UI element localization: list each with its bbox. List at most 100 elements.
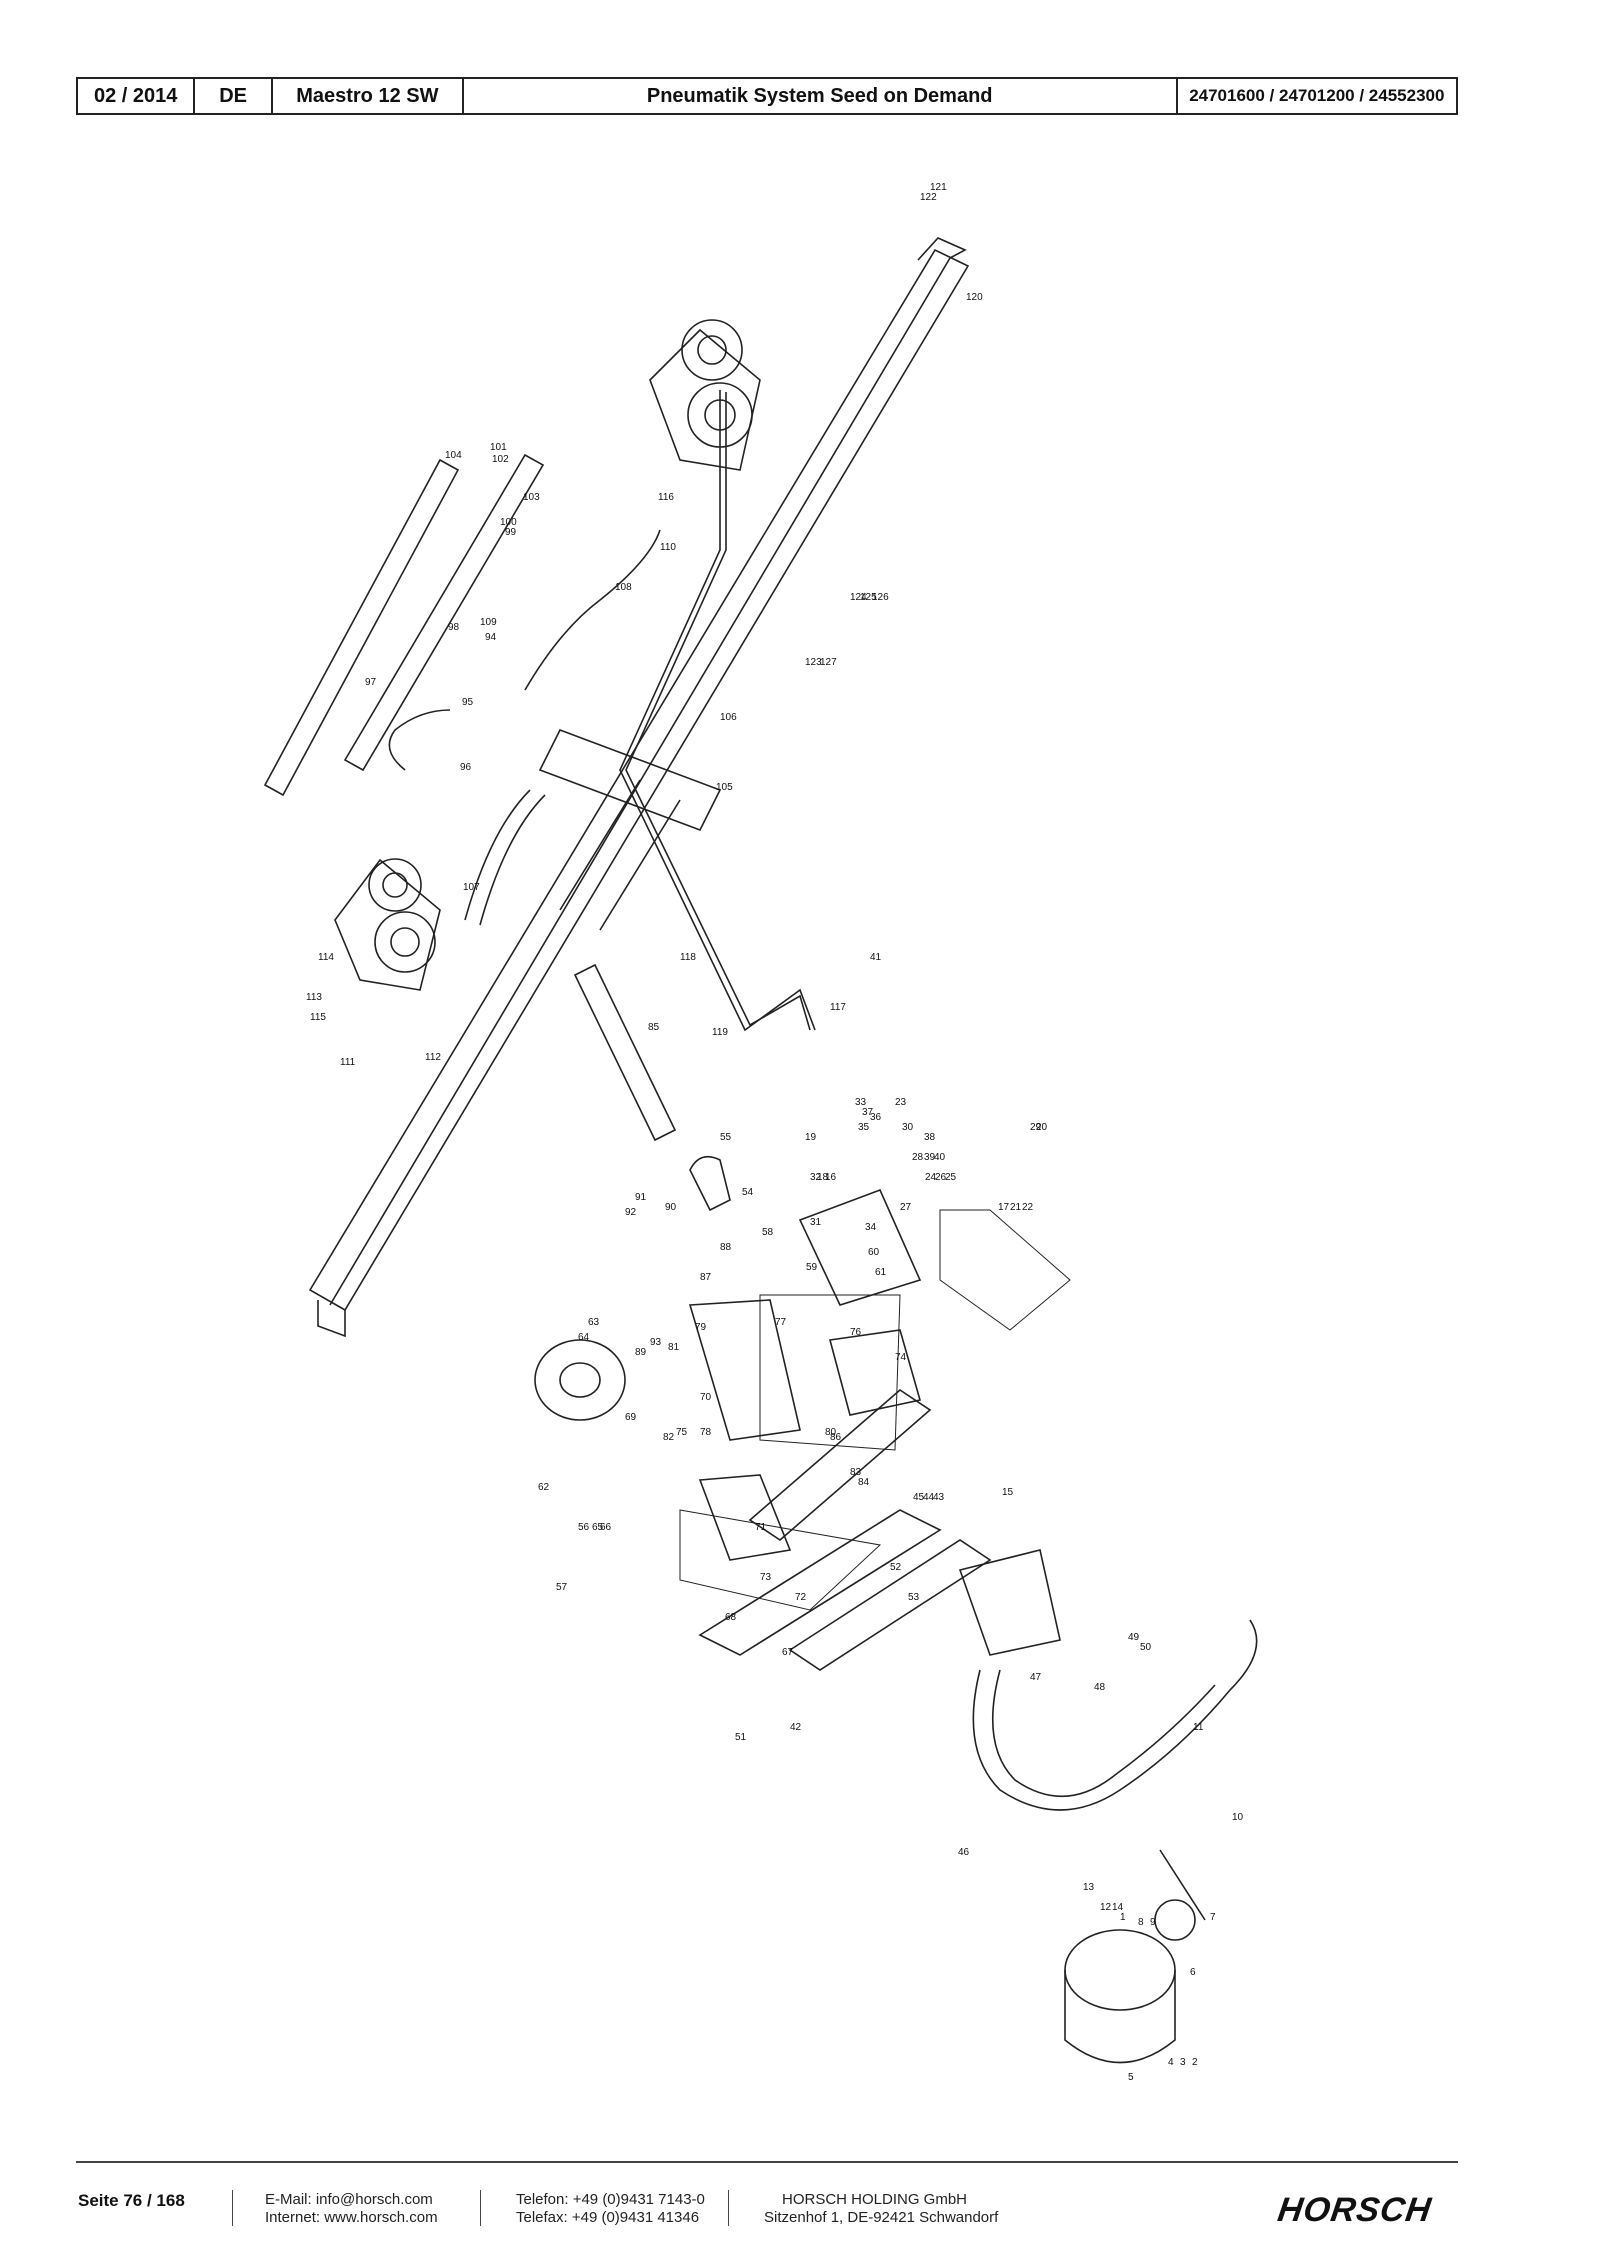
footer-fax: Telefax: +49 (0)9431 41346 xyxy=(516,2209,700,2226)
callout-label: 107 xyxy=(463,882,480,893)
footer-address: Sitzenhof 1, DE-92421 Schwandorf xyxy=(764,2209,999,2226)
callout-label: 89 xyxy=(635,1347,647,1358)
plates xyxy=(698,1388,992,1671)
callout-label: 10 xyxy=(1232,1812,1244,1823)
callout-label: 30 xyxy=(902,1122,914,1133)
callout-label: 53 xyxy=(908,1592,920,1603)
callout-label: 103 xyxy=(523,492,540,503)
callout-label: 127 xyxy=(820,657,837,668)
callout-label: 115 xyxy=(310,1012,326,1023)
callout-label: 51 xyxy=(735,1732,747,1743)
callout-label: 67 xyxy=(782,1647,794,1658)
frame-beam xyxy=(308,237,970,1338)
callout-label: 124 xyxy=(850,592,867,603)
callout-label: 104 xyxy=(445,450,462,461)
callout-label: 95 xyxy=(462,697,474,708)
callout-label: 52 xyxy=(890,1562,902,1573)
callout-label: 112 xyxy=(425,1052,441,1063)
callout-label: 15 xyxy=(1002,1487,1014,1498)
callout-label: 94 xyxy=(485,632,497,643)
header-model: Maestro 12 SW xyxy=(273,79,464,113)
callout-label: 7 xyxy=(1210,1912,1216,1923)
callout-label: 9 xyxy=(1150,1917,1156,1928)
callout-label: 48 xyxy=(1094,1682,1106,1693)
callout-label: 2 xyxy=(1192,2057,1198,2068)
callout-label: 14 xyxy=(1112,1902,1124,1913)
callout-label: 54 xyxy=(742,1187,754,1198)
callout-label: 118 xyxy=(680,952,696,963)
callout-label: 29 xyxy=(1030,1122,1042,1133)
callout-label: 57 xyxy=(556,1582,568,1593)
callout-label: 126 xyxy=(872,592,889,603)
callout-label: 41 xyxy=(870,952,882,963)
callout-label: 74 xyxy=(895,1352,907,1363)
group-outlines xyxy=(679,1209,1071,1611)
callout-label: 6 xyxy=(1190,1967,1196,1978)
callout-label: 120 xyxy=(966,292,983,303)
callout-label: 24 xyxy=(925,1172,937,1183)
callout-label: 42 xyxy=(790,1722,802,1733)
callout-label: 86 xyxy=(830,1432,842,1443)
callout-label: 47 xyxy=(1030,1672,1042,1683)
callout-label: 73 xyxy=(760,1572,772,1583)
callout-label: 19 xyxy=(805,1132,817,1143)
callout-label: 100 xyxy=(500,517,517,528)
callout-label: 8 xyxy=(1138,1917,1144,1928)
callout-label: 50 xyxy=(1140,1642,1152,1653)
horsch-logo: HORSCH xyxy=(1275,2191,1435,2229)
callout-label: 92 xyxy=(625,1207,637,1218)
callout-label: 28 xyxy=(912,1152,924,1163)
footer-phone: Telefon: +49 (0)9431 7143-0 xyxy=(516,2191,705,2208)
callout-label: 68 xyxy=(725,1612,737,1623)
callout-label: 123 xyxy=(805,657,822,668)
callout-label: 114 xyxy=(318,952,334,963)
callout-label: 82 xyxy=(663,1432,675,1443)
valve-housings xyxy=(688,1188,1061,1656)
header-part-numbers: 24701600 / 24701200 / 24552300 xyxy=(1189,86,1445,105)
callout-label: 98 xyxy=(448,622,460,633)
footer-internet: Internet: www.horsch.com xyxy=(265,2209,438,2226)
callout-label: 46 xyxy=(958,1847,970,1858)
callout-label: 55 xyxy=(720,1132,732,1143)
callout-label: 58 xyxy=(762,1227,774,1238)
callout-label: 4 xyxy=(1168,2057,1174,2068)
callout-label: 69 xyxy=(625,1412,637,1423)
callout-label: 49 xyxy=(1128,1632,1140,1643)
callout-label: 125 xyxy=(860,592,877,603)
callout-label: 64 xyxy=(578,1332,590,1343)
footer-company: HORSCH HOLDING GmbH xyxy=(782,2191,968,2208)
callout-label: 87 xyxy=(700,1272,712,1283)
distribution-rails xyxy=(263,453,545,797)
callout-label: 113 xyxy=(306,992,322,1003)
footer-separator xyxy=(232,2190,233,2226)
exploded-parts-drawing: 1 2 3 4 5 6 7 8 9 10 11 12 13 14 15 16 1… xyxy=(263,182,1258,2083)
callout-label: 109 xyxy=(480,617,497,628)
callout-label: 11 xyxy=(1193,1722,1204,1733)
callout-label: 71 xyxy=(755,1522,767,1533)
callout-label: 93 xyxy=(650,1337,662,1348)
header-language: DE xyxy=(195,79,273,113)
footer-separator xyxy=(728,2190,729,2226)
callout-label: 117 xyxy=(830,1002,846,1013)
callout-label: 13 xyxy=(1083,1882,1095,1893)
callout-label: 25 xyxy=(945,1172,957,1183)
callout-label: 77 xyxy=(775,1317,787,1328)
callout-label: 3 xyxy=(1180,2057,1186,2068)
callout-label: 84 xyxy=(858,1477,870,1488)
callout-label: 108 xyxy=(615,582,632,593)
callout-label: 90 xyxy=(665,1202,677,1213)
callout-label: 18 xyxy=(817,1172,829,1183)
callout-label: 33 xyxy=(855,1097,867,1108)
footer-separator xyxy=(480,2190,481,2226)
callout-label: 110 xyxy=(660,542,676,553)
callout-labels: 1 2 3 4 5 6 7 8 9 10 11 12 13 14 15 16 1… xyxy=(306,182,1244,2083)
callout-label: 44 xyxy=(923,1492,935,1503)
page-header: 02 / 2014 DE Maestro 12 SW Pneumatik Sys… xyxy=(76,77,1458,115)
callout-label: 122 xyxy=(920,192,937,203)
callout-label: 80 xyxy=(825,1427,837,1438)
callout-label: 63 xyxy=(588,1317,600,1328)
callout-label: 96 xyxy=(460,762,472,773)
callout-label: 27 xyxy=(900,1202,912,1213)
callout-label: 20 xyxy=(1036,1122,1048,1133)
callout-label: 35 xyxy=(858,1122,870,1133)
